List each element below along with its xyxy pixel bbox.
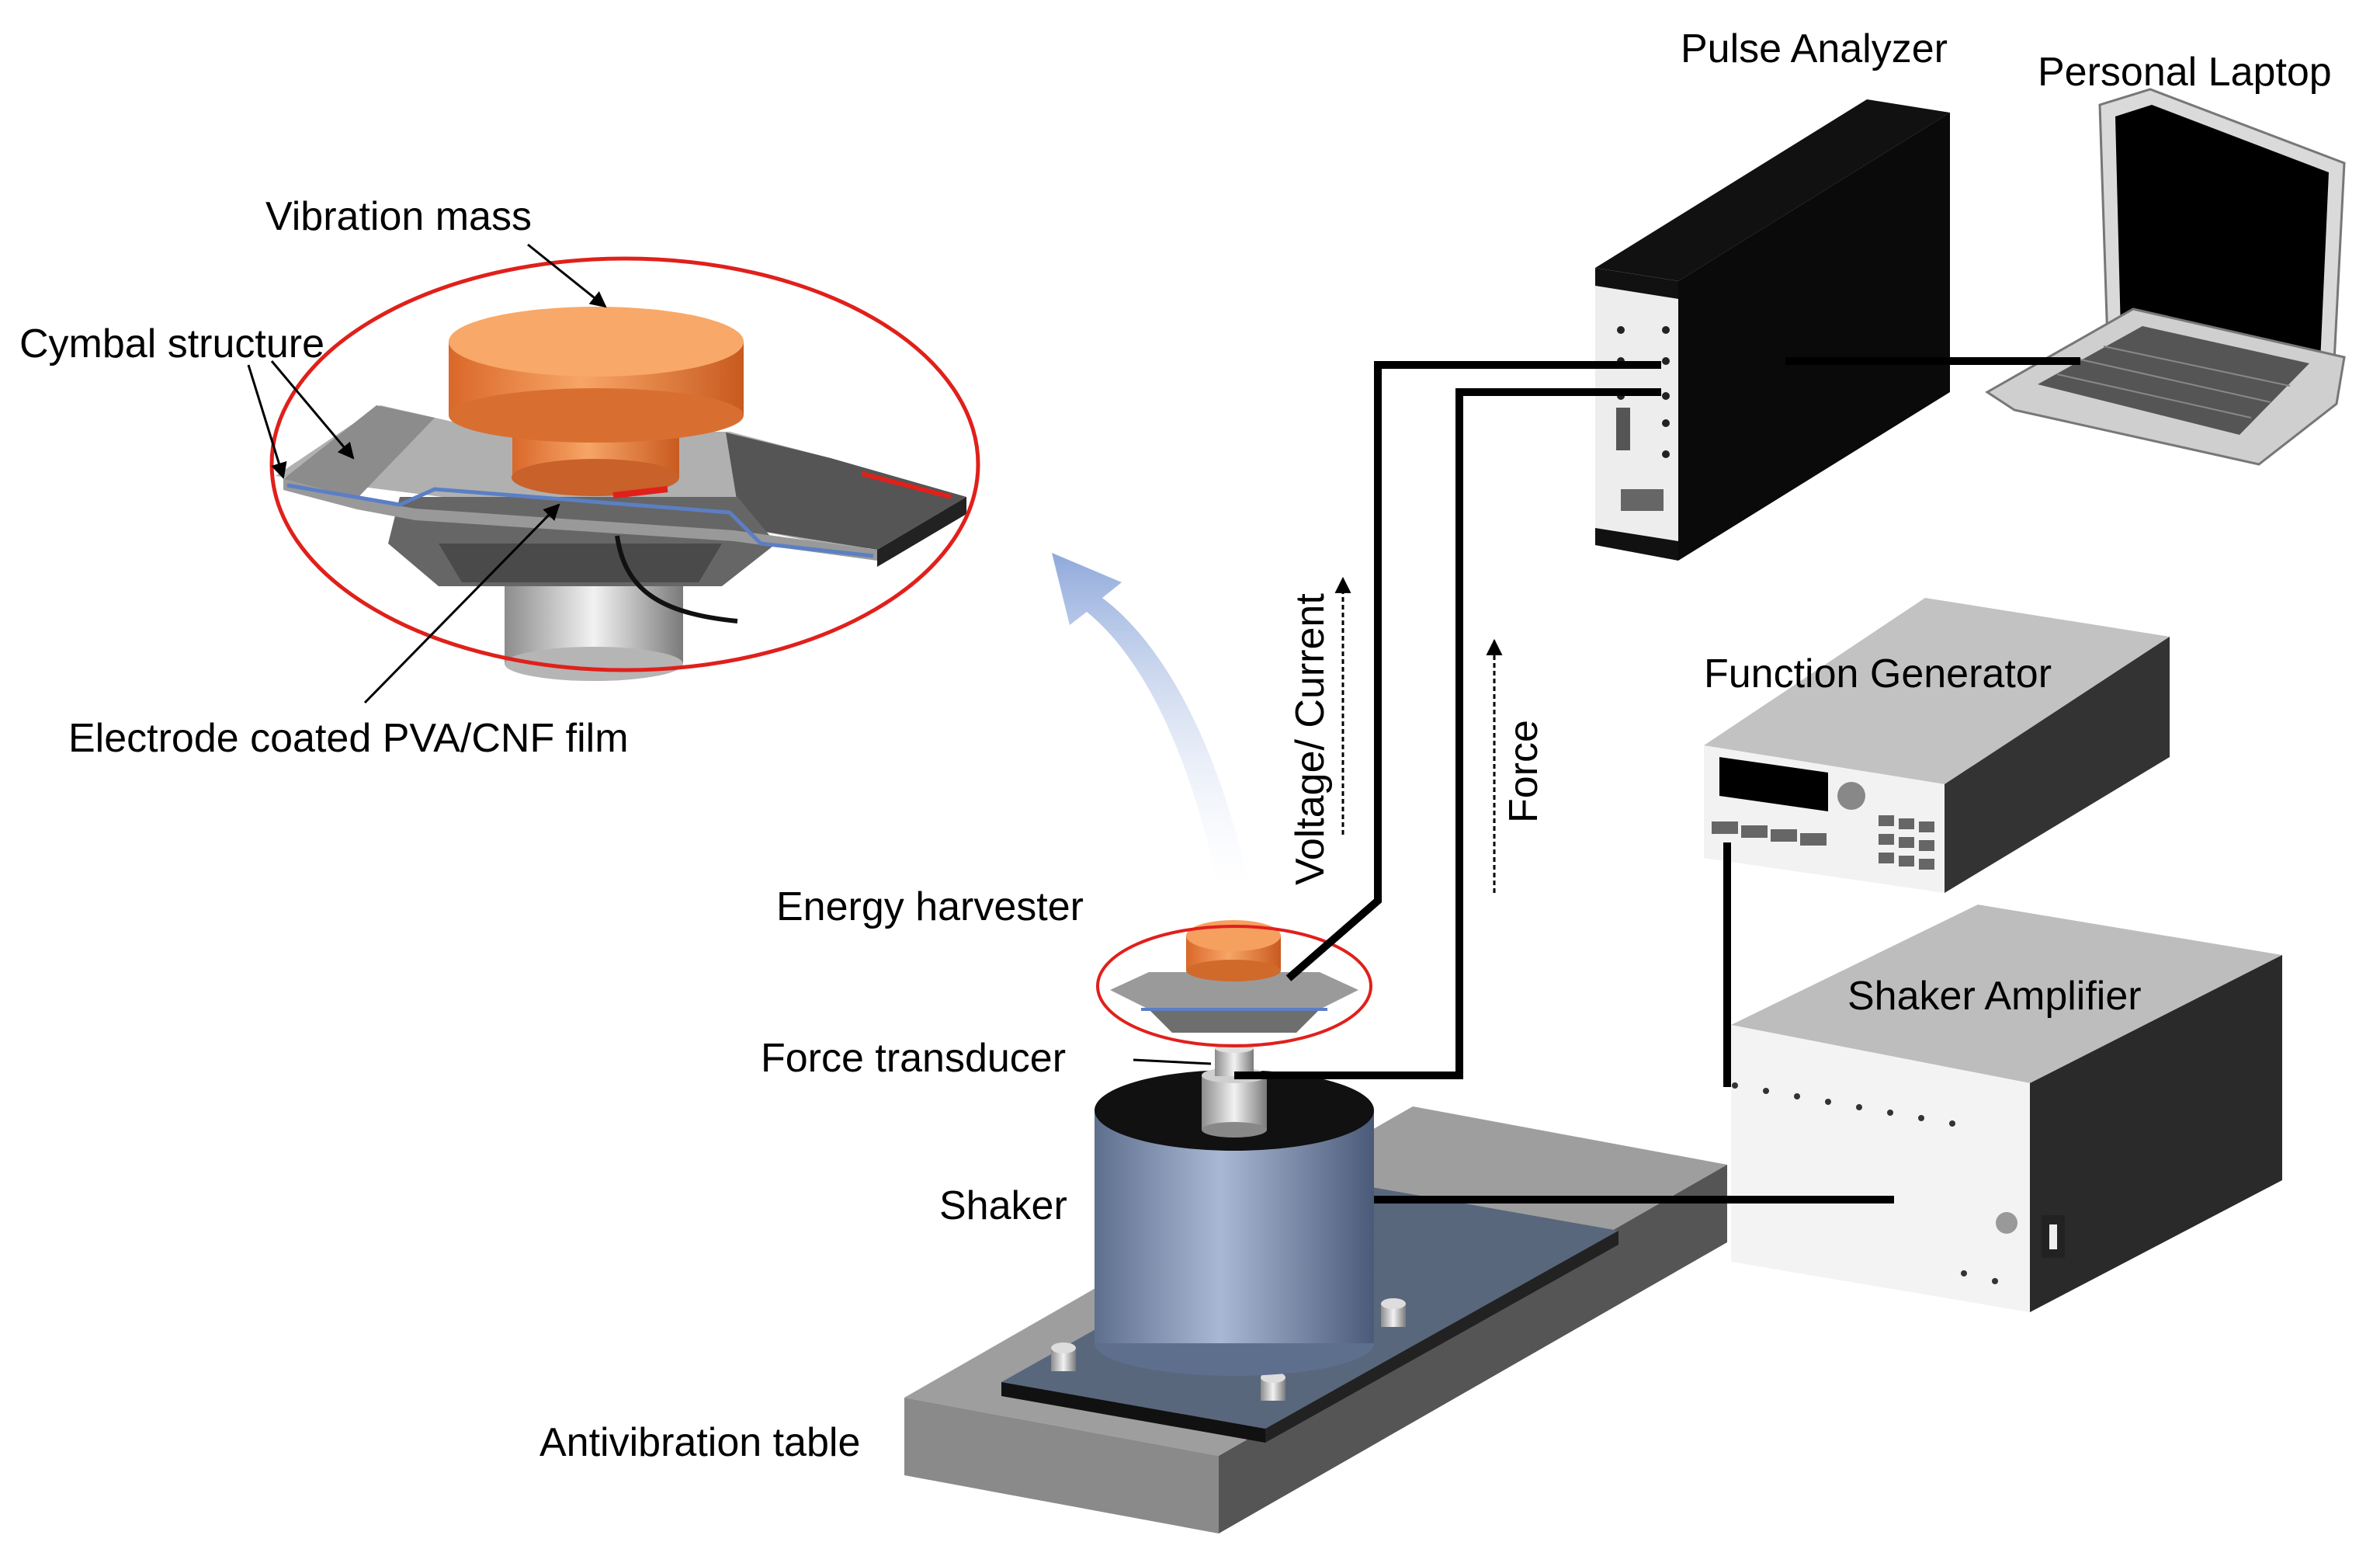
label-pulse-analyzer: Pulse Analyzer xyxy=(1681,26,1948,71)
shaker-body xyxy=(1095,1070,1374,1376)
zoom-arrow xyxy=(1052,553,1250,889)
label-force: Force xyxy=(1501,720,1546,823)
label-voltage-current: Voltage/ Current xyxy=(1288,593,1333,885)
label-vibration-mass: Vibration mass xyxy=(265,194,532,239)
personal-laptop xyxy=(1985,88,2346,466)
label-shaker-amplifier: Shaker Amplifier xyxy=(1847,974,2142,1019)
label-energy-harvester: Energy harvester xyxy=(776,884,1084,929)
label-antivibration-table: Antivibration table xyxy=(539,1420,860,1465)
label-function-generator: Function Generator xyxy=(1704,651,2052,696)
leader-lines xyxy=(247,243,1212,1065)
label-personal-laptop: Personal Laptop xyxy=(2038,50,2332,95)
force-transducer xyxy=(1202,1044,1267,1138)
shaker-amplifier xyxy=(1731,905,2282,1312)
plate-bolts xyxy=(1051,1298,1406,1401)
pulse-analyzer xyxy=(1595,99,1950,561)
energy-harvester-small xyxy=(1096,920,1372,1047)
function-generator xyxy=(1704,598,2170,893)
harvester-zoom xyxy=(269,256,980,681)
label-shaker: Shaker xyxy=(939,1183,1067,1228)
cables xyxy=(1234,357,2080,1204)
label-cymbal-structure: Cymbal structure xyxy=(19,321,324,366)
label-electrode-film: Electrode coated PVA/CNF film xyxy=(68,716,629,761)
label-force-transducer: Force transducer xyxy=(761,1036,1066,1081)
